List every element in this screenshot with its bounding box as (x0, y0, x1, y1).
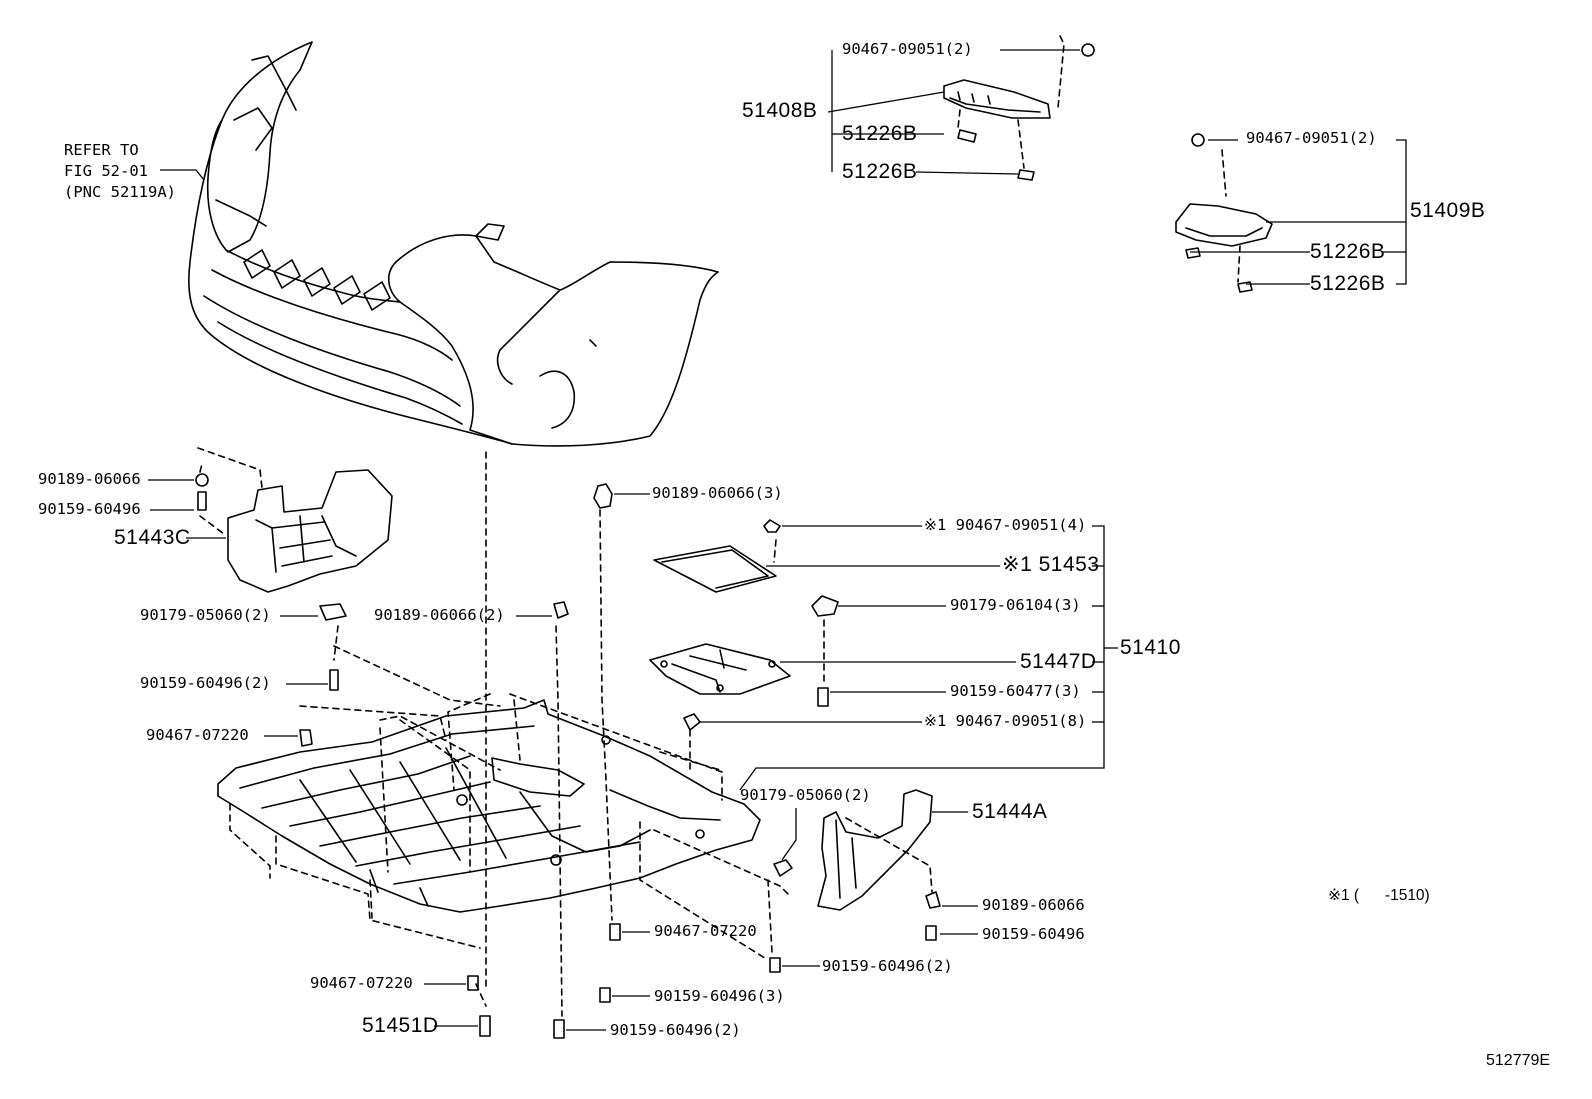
reference-line-2: FIG 52-01 (64, 162, 148, 180)
callout-90159-60496-2b: 90159-60496(2) (822, 957, 953, 975)
callout-90189-06066-a: 90189-06066 (38, 470, 141, 488)
callout-90179-06104-3: 90179-06104(3) (950, 596, 1081, 614)
callout-51226b-4: 51226B (1310, 272, 1386, 295)
callout-51451d: 51451D (362, 1014, 439, 1037)
reference-line-1: REFER TO (64, 141, 139, 159)
callout-90467-07220-a: 90467-07220 (146, 726, 249, 744)
fastener-icons (299, 483, 621, 1039)
callout-90467-09051-4: ※1 90467-09051(4) (924, 516, 1087, 534)
callout-90189-06066-2: 90189-06066(2) (374, 606, 505, 624)
part-51453-pad (653, 519, 781, 593)
figure-number: 512779E (1486, 1052, 1551, 1069)
callout-90159-60496-2a: 90159-60496(2) (140, 674, 271, 692)
callout-90179-05060-2a: 90179-05060(2) (140, 606, 271, 624)
callout-90159-60496-3: 90159-60496(3) (654, 987, 785, 1005)
part-51409b-bracket (1175, 133, 1273, 293)
callout-51408b: 51408B (742, 99, 818, 122)
callout-90467-07220-c: 90467-07220 (310, 974, 413, 992)
part-51443c-shield (195, 469, 393, 691)
callout-90467-07220-b: 90467-07220 (654, 922, 757, 940)
callout-90159-60496-b: 90159-60496 (982, 925, 1085, 943)
callout-90467-09051-2a: 90467-09051(2) (842, 40, 973, 58)
callout-90179-05060-2b: 90179-05060(2) (740, 786, 871, 804)
reference-line-3: (PNC 52119A) (64, 183, 176, 201)
callout-51444a: 51444A (972, 800, 1048, 823)
callout-90189-06066-b: 90189-06066 (982, 896, 1085, 914)
callout-90159-60496-2c: 90159-60496(2) (610, 1021, 741, 1039)
callout-51409b: 51409B (1410, 199, 1486, 222)
callout-90189-06066-3: 90189-06066(3) (652, 484, 783, 502)
callout-90467-09051-8: ※1 90467-09051(8) (924, 712, 1087, 730)
part-51444a-shield (769, 789, 941, 973)
callout-90467-09051-2b: 90467-09051(2) (1246, 129, 1377, 147)
under-cover-guides (229, 451, 933, 1017)
callout-51453: ※1 51453 (1002, 553, 1100, 576)
callout-51443c: 51443C (114, 526, 191, 549)
callout-51226b-1: 51226B (842, 122, 918, 145)
front-bumper-cover (188, 41, 719, 447)
part-51408b-bracket (943, 43, 1095, 181)
callout-51410: 51410 (1120, 636, 1181, 659)
callout-51447d: 51447D (1020, 650, 1097, 673)
callout-90159-60477-3: 90159-60477(3) (950, 682, 1081, 700)
part-51410-under-cover (217, 699, 761, 913)
callout-51226b-2: 51226B (842, 160, 918, 183)
footnote: ※1 ( -1510) (1328, 887, 1430, 904)
left-shield-guides (197, 447, 501, 707)
callout-90159-60496-a: 90159-60496 (38, 500, 141, 518)
leader-lines (148, 49, 1407, 1031)
reference-note: REFER TO FIG 52-01 (PNC 52119A) (64, 140, 176, 203)
callout-51226b-3: 51226B (1310, 240, 1386, 263)
